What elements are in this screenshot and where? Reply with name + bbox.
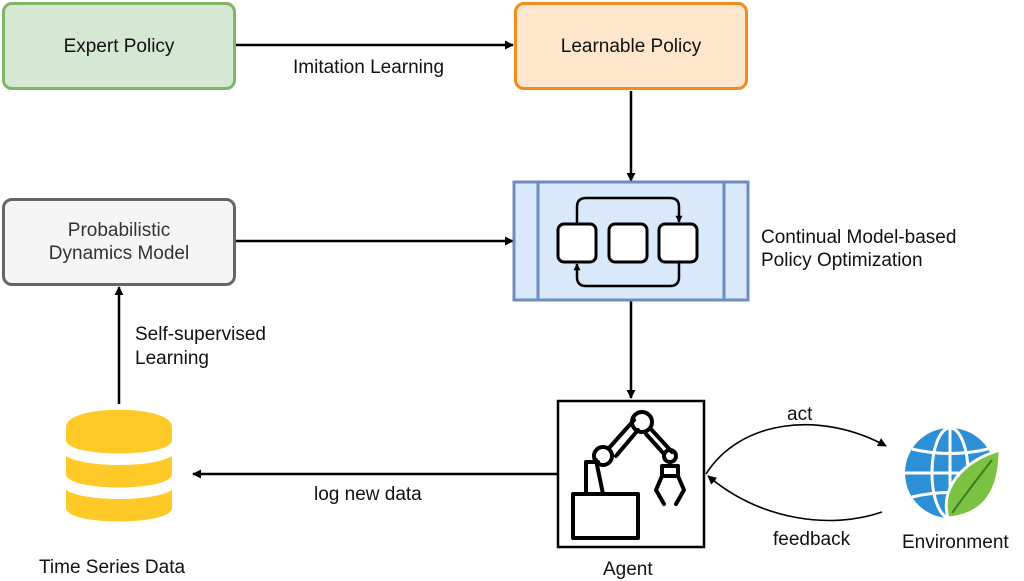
learnable-policy-box: Learnable Policy xyxy=(514,2,748,90)
expert-policy-box: Expert Policy xyxy=(2,2,236,90)
agent-label: Agent xyxy=(603,559,653,580)
environment-label: Environment xyxy=(902,532,1009,553)
edge-label-act: act xyxy=(787,404,813,425)
arrow-feedback xyxy=(707,475,883,522)
edge-label-self-supervised-line1: Self-supervised xyxy=(135,324,266,345)
edge-label-feedback: feedback xyxy=(773,529,851,550)
loop-icon xyxy=(556,196,699,288)
cmbpo-block xyxy=(512,180,750,302)
dynamics-model-label-line2: Dynamics Model xyxy=(48,243,190,264)
expert-policy-label: Expert Policy xyxy=(63,35,175,57)
dynamics-model-box: Probabilistic Dynamics Model xyxy=(2,198,236,286)
cmbpo-label-line2: Policy Optimization xyxy=(761,250,923,271)
time-series-data-label: Time Series Data xyxy=(39,557,186,578)
cmbpo-label-line1: Continual Model-based xyxy=(761,227,957,248)
database-icon xyxy=(66,409,172,522)
edge-label-log-new-data: log new data xyxy=(314,484,422,505)
dynamics-model-label-line1: Probabilistic xyxy=(67,220,171,241)
robot-arm-icon xyxy=(571,410,686,540)
arrow-act xyxy=(705,423,887,475)
edge-label-self-supervised-line2: Learning xyxy=(135,348,209,369)
learnable-policy-label: Learnable Policy xyxy=(560,35,702,57)
edge-label-imitation-learning: Imitation Learning xyxy=(293,57,445,78)
globe-leaf-icon xyxy=(905,426,1002,520)
